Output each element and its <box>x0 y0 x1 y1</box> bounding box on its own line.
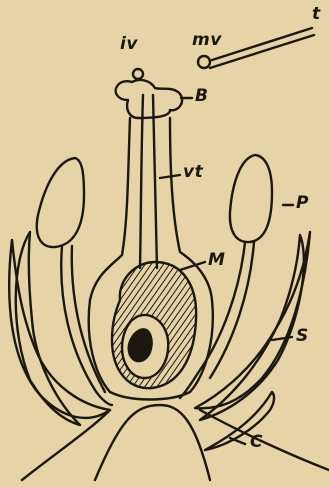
stigma-tip <box>133 69 143 79</box>
label-t: t <box>312 4 321 24</box>
pointer-t <box>210 28 314 68</box>
label-M: M <box>208 250 225 270</box>
label-iv: iv <box>120 34 138 54</box>
stamen-left-filament <box>61 246 112 405</box>
micropyle-ring <box>198 56 210 68</box>
stamen-left-anther <box>37 158 84 247</box>
sepal-left <box>16 232 80 425</box>
label-S: S <box>296 326 309 346</box>
label-C: C <box>250 432 263 452</box>
stamen-right-anther <box>230 155 272 242</box>
vascular-trace-right <box>153 95 157 268</box>
label-mv: mv <box>192 30 222 50</box>
label-B: B <box>195 86 208 106</box>
leader-S <box>272 337 292 340</box>
stigma <box>116 80 182 118</box>
vascular-trace-left <box>140 95 143 268</box>
leader-vt <box>160 175 180 178</box>
label-P: P <box>296 193 309 213</box>
label-vt: vt <box>183 162 203 182</box>
ovary-base <box>110 392 190 400</box>
receptacle-curve <box>95 405 210 480</box>
